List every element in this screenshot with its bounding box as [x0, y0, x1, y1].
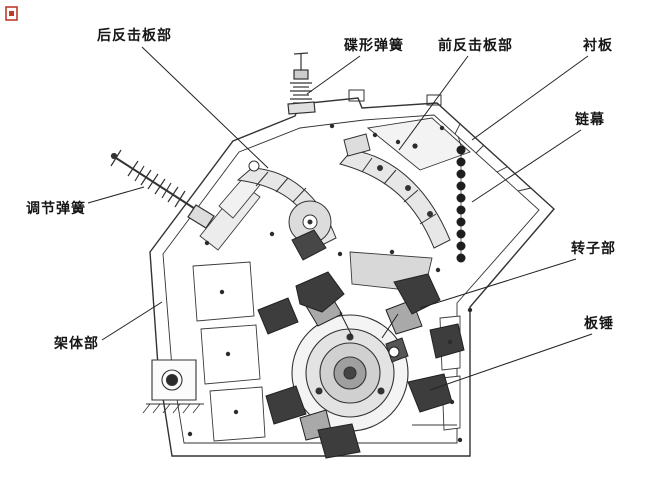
corner-logo-mark — [5, 6, 18, 21]
label-chain-curtain: 链幕 — [575, 111, 605, 127]
disc-spring-assembly — [287, 52, 316, 115]
label-adjusting-spring: 调节弹簧 — [26, 200, 86, 216]
leader-chain-curtain — [471, 129, 582, 203]
leader-rear-impact-plate — [141, 46, 269, 169]
adjusting-spring-assembly — [110, 149, 215, 229]
leader-blow-bar — [429, 333, 593, 391]
frame-mount-bracket — [142, 359, 204, 414]
rear-impact-plate-assembly — [236, 160, 337, 261]
blow-bar-hammers — [257, 271, 465, 459]
label-rotor-assembly: 转子部 — [571, 240, 616, 256]
label-frame-body: 架体部 — [54, 335, 99, 351]
label-front-impact-plate: 前反击板部 — [438, 37, 513, 53]
leader-adjusting-spring — [87, 186, 145, 204]
leader-liner-plate — [471, 55, 589, 141]
leader-front-impact-plate — [398, 55, 469, 151]
label-blow-bar: 板锤 — [584, 315, 614, 331]
chain-curtain-dots — [456, 135, 466, 263]
label-liner-plate: 衬板 — [583, 37, 613, 53]
front-impact-plate-assembly — [339, 133, 451, 249]
label-disc-spring: 碟形弹簧 — [344, 37, 404, 53]
label-rear-impact-plate: 后反击板部 — [97, 27, 172, 43]
leader-rotor — [419, 258, 577, 309]
rotor-assembly-drawing — [291, 314, 409, 432]
leader-disc-spring — [306, 55, 361, 95]
leader-lines — [87, 46, 593, 391]
leader-frame-body — [101, 301, 163, 341]
bolt-dots — [187, 123, 473, 443]
